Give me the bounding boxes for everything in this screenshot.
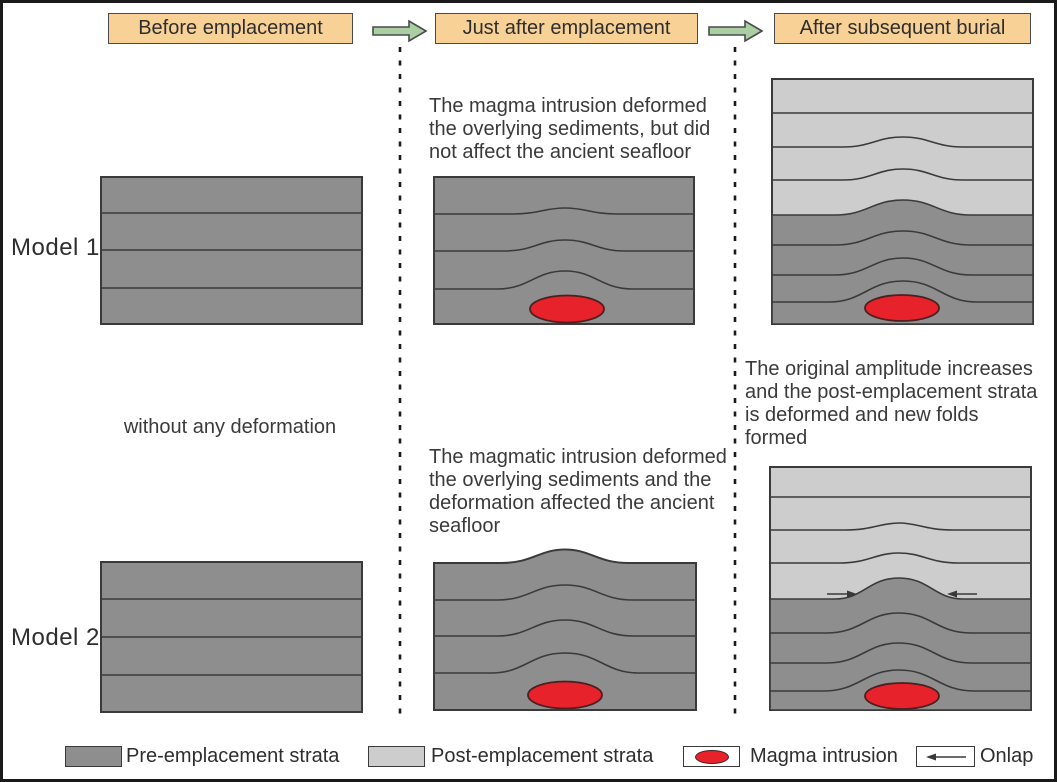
stratum-boundary-folded xyxy=(772,257,1033,276)
legend-magma-label: Magma intrusion xyxy=(750,745,898,767)
onlap-arrow-right xyxy=(947,590,977,598)
model2-burial-panel xyxy=(769,466,1032,711)
header-before-emplacement: Before emplacement xyxy=(108,13,353,44)
model2-before-panel xyxy=(100,561,363,713)
magma-ellipse-icon xyxy=(694,749,729,764)
onlap-arrow-head xyxy=(947,590,957,598)
stratum-boundary-folded xyxy=(772,168,1033,181)
column-divider-lines xyxy=(398,47,737,719)
stratum-boundary-folded xyxy=(770,642,1031,664)
legend-post-strata-swatch xyxy=(368,746,425,767)
onlap-arrow-left xyxy=(827,590,857,598)
pre-emplacement-zone xyxy=(771,199,1034,325)
model1-before-panel xyxy=(100,176,363,325)
model1-after-note: The magma intrusion deformed the overlyi… xyxy=(429,95,711,163)
magma-intrusion-ellipse xyxy=(864,682,940,710)
model1-burial-panel xyxy=(771,78,1034,325)
arrow-shape xyxy=(372,19,428,43)
stratum-boundary-folded xyxy=(434,584,696,601)
stratum-boundary-folded xyxy=(772,280,1033,303)
stratum-boundary-folded xyxy=(434,207,694,215)
legend-magma-swatch xyxy=(683,746,740,767)
stratum-boundary-folded xyxy=(434,270,694,290)
magma-intrusion-ellipse xyxy=(527,680,603,710)
stratum-boundary-folded xyxy=(770,669,1031,692)
stratum-boundary-folded xyxy=(434,652,696,674)
model2-label: Model 2 xyxy=(11,624,100,651)
stratum-boundary-folded xyxy=(434,239,694,252)
onlap-arrow-head xyxy=(925,753,936,760)
burial-column-note: The original amplitude increases and the… xyxy=(745,358,1038,449)
before-column-note: without any deformation xyxy=(123,416,337,438)
header-just-after-emplacement: Just after emplacement xyxy=(435,13,698,44)
model2-after-note: The magmatic intrusion deformed the over… xyxy=(429,446,727,537)
stratum-boundary-folded xyxy=(772,136,1033,148)
legend-post-strata-label: Post-emplacement strata xyxy=(431,745,654,767)
arrow-shape xyxy=(708,19,764,43)
onlap-arrow-icon xyxy=(925,753,966,760)
model1-label: Model 1 xyxy=(11,234,100,261)
legend-onlap-label: Onlap xyxy=(980,745,1034,767)
legend-pre-strata-swatch xyxy=(65,746,122,767)
legend-onlap-swatch xyxy=(916,746,975,767)
strata-block-domed-seafloor xyxy=(433,548,697,711)
magma-intrusion-ellipse xyxy=(864,294,940,322)
stratum-boundary-folded xyxy=(434,619,696,637)
flow-arrow-icon xyxy=(372,19,428,43)
onlap-arrow-head xyxy=(847,590,857,598)
stratum-boundary-folded xyxy=(770,522,1031,531)
stratum-boundary-folded xyxy=(770,612,1031,634)
magma-intrusion-ellipse xyxy=(529,294,605,324)
stratum-boundary-folded xyxy=(770,552,1031,564)
model1-after-panel xyxy=(433,176,695,325)
legend-pre-strata-label: Pre-emplacement strata xyxy=(126,745,340,767)
stratum-boundary-folded xyxy=(772,230,1033,246)
model2-after-panel xyxy=(433,548,697,711)
flow-arrow-icon xyxy=(708,19,764,43)
header-after-subsequent-burial: After subsequent burial xyxy=(774,13,1031,44)
